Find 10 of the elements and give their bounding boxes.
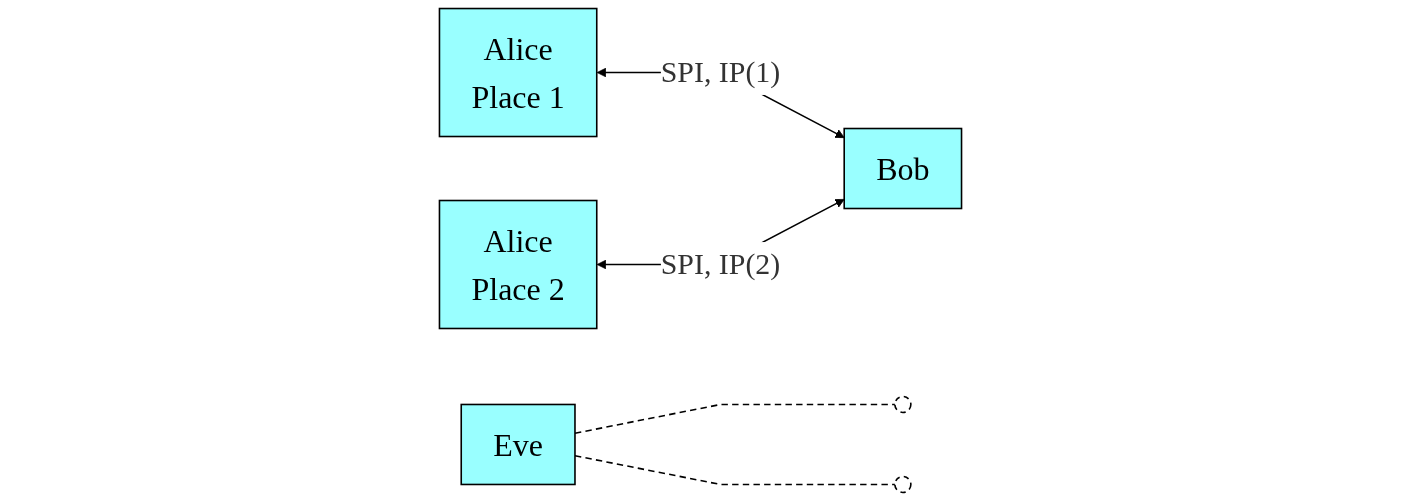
node-box: Bob	[843, 127, 963, 210]
node-box: Alice Place 1	[438, 7, 598, 138]
connector	[574, 454, 896, 486]
connector	[574, 403, 896, 435]
node-box: Eve	[460, 403, 576, 486]
node-circle	[894, 475, 912, 494]
edge-label: SPI, IP(2)	[660, 247, 781, 281]
edge-label: SPI, IP(1)	[660, 55, 781, 89]
node-circle	[894, 395, 912, 414]
node-box: Alice Place 2	[438, 199, 598, 330]
